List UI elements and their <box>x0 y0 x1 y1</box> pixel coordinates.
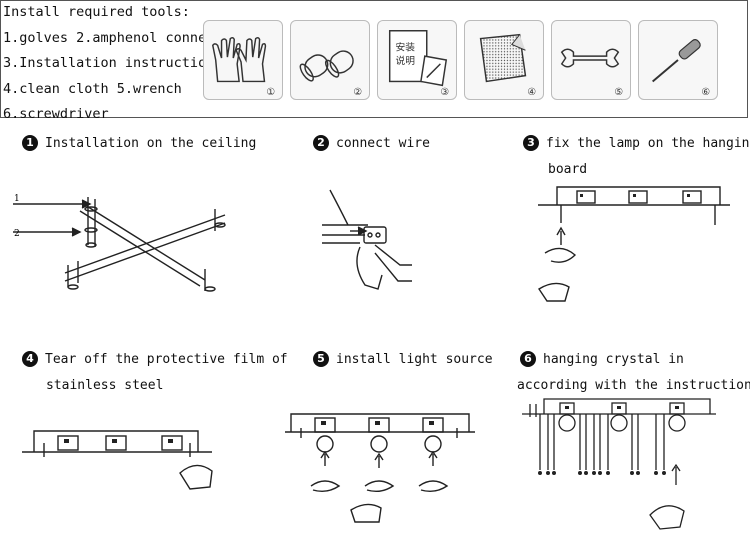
step-title-text: connect wire <box>336 136 430 151</box>
tool-number: ② <box>353 87 362 98</box>
callout-label-1: 1 <box>14 194 20 204</box>
step-3-title: 3 fix the lamp on the hanging <box>523 131 750 156</box>
step-number-badge: 4 <box>22 350 38 367</box>
hanging-crystal-illustration <box>522 398 716 530</box>
step-number-badge: 5 <box>313 350 329 367</box>
tool-number: ⑤ <box>614 87 623 98</box>
gloves-icon: ① <box>211 37 275 98</box>
tools-heading: Install required tools: <box>3 4 190 20</box>
wire-connection-illustration <box>322 189 412 290</box>
wrench-icon: ⑤ <box>560 48 623 98</box>
tool-number: ③ <box>440 87 449 98</box>
amphenol-connector-icon: ② <box>299 50 362 98</box>
tool-card-connector: ② <box>290 20 370 100</box>
tool-card-gloves: ① <box>203 20 283 100</box>
tools-panel <box>0 0 748 118</box>
instructions-manual-icon: 安装 说明 ③ <box>388 30 449 98</box>
cloth-icon: ④ <box>479 33 536 98</box>
step-number-badge: 2 <box>313 134 329 151</box>
tool-card-screwdriver: ⑥ <box>638 20 718 100</box>
tool-number: ④ <box>527 87 536 98</box>
manual-text-2: 说明 <box>396 54 416 67</box>
fix-lamp-illustration <box>538 186 730 302</box>
step-title-text: install light source <box>336 352 493 367</box>
tear-film-illustration <box>22 430 213 490</box>
tool-number: ⑥ <box>701 87 710 98</box>
step-3-title-cont: board <box>548 162 588 177</box>
install-light-illustration <box>285 413 475 523</box>
step-title-text: fix the lamp on the hanging <box>546 136 750 151</box>
step-6-title: 6 hanging crystal in <box>520 347 684 372</box>
callout-label-2: 2 <box>14 229 20 239</box>
step-title-text: Installation on the ceiling <box>45 136 257 151</box>
ceiling-bracket-illustration: 1 2 <box>13 194 226 292</box>
tool-card-instructions: 安装 说明 ③ <box>377 20 457 100</box>
tools-line-4: 6.screwdriver <box>3 106 109 122</box>
step-title-text: hanging crystal in <box>543 352 684 367</box>
step-4-title-cont: stainless steel <box>46 378 164 393</box>
tool-number: ① <box>266 87 275 98</box>
step-number-badge: 6 <box>520 350 536 367</box>
tools-line-3: 4.clean cloth 5.wrench <box>3 80 182 97</box>
tools-line-2: 3.Installation instructions <box>3 55 223 71</box>
step-1-title: 1 Installation on the ceiling <box>22 131 256 156</box>
step-4-title: 4 Tear off the protective film of <box>22 347 288 372</box>
step-6-title-cont: according with the instructions <box>517 378 750 393</box>
step-number-badge: 1 <box>22 134 38 151</box>
manual-text-1: 安装 <box>396 40 416 53</box>
tool-card-wrench: ⑤ <box>551 20 631 100</box>
step-5-title: 5 install light source <box>313 347 493 372</box>
step-2-title: 2 connect wire <box>313 131 430 156</box>
step-number-badge: 3 <box>523 134 539 151</box>
step-title-text: Tear off the protective film of <box>45 352 288 367</box>
tool-card-cloth: ④ <box>464 20 544 100</box>
screwdriver-icon: ⑥ <box>652 39 710 98</box>
